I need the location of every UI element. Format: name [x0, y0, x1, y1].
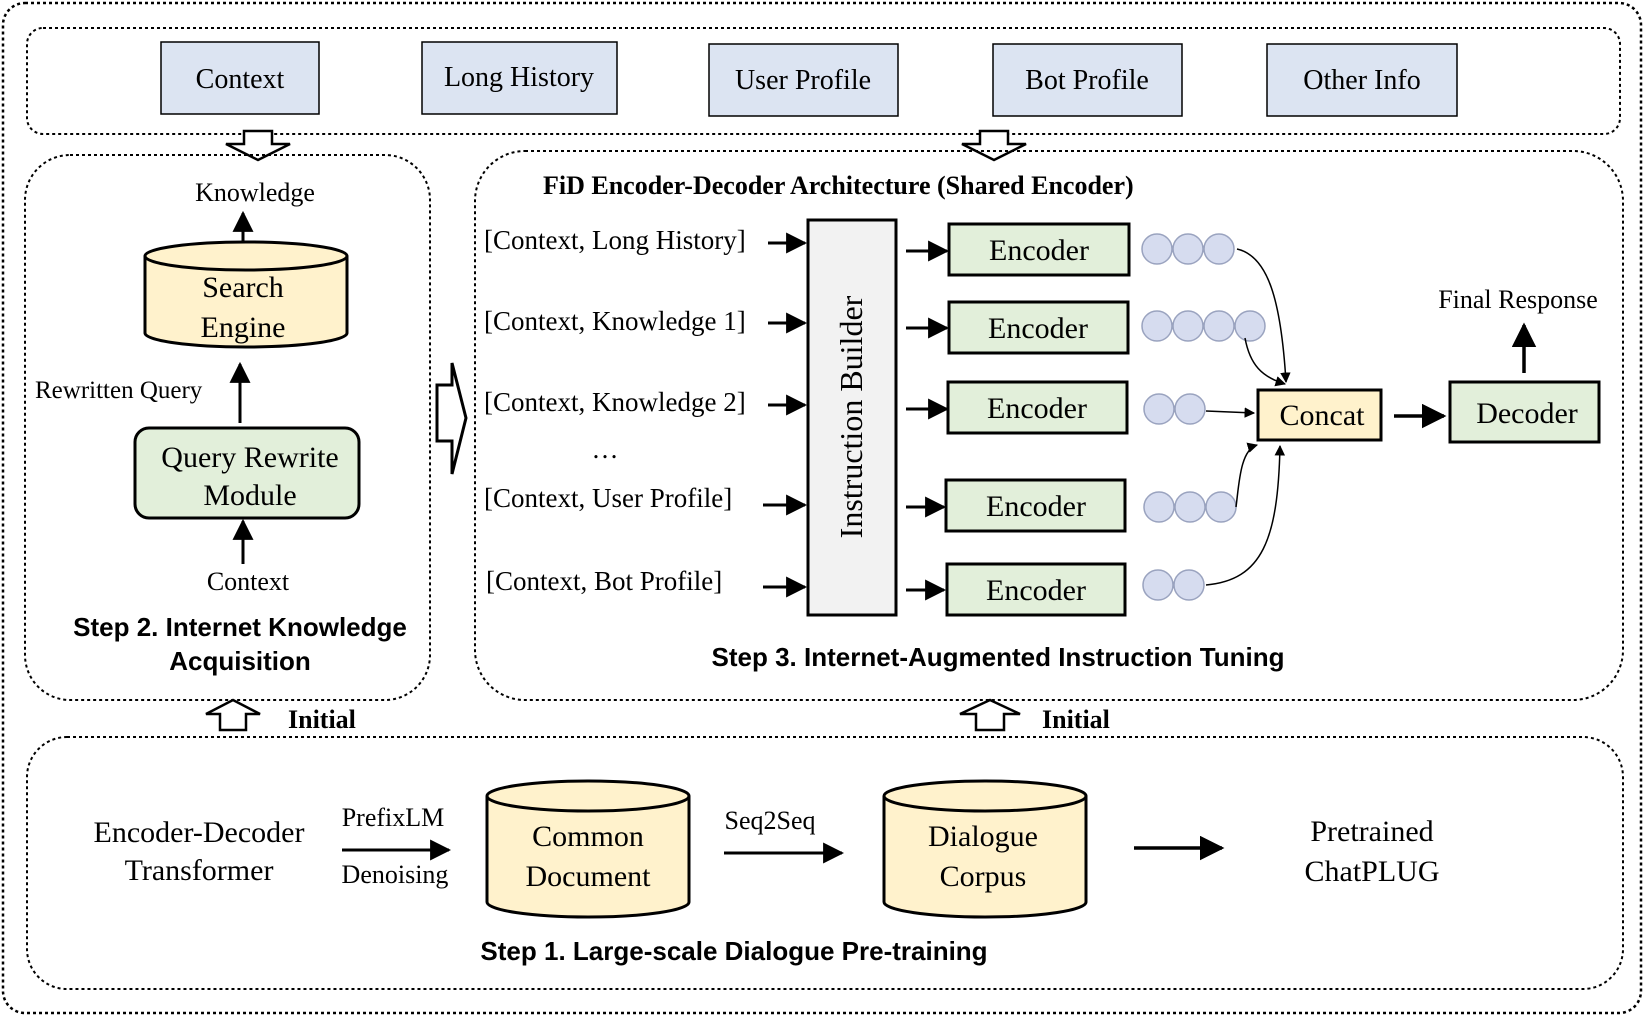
- hollow-right-arrow: [435, 362, 468, 475]
- svg-text:Module: Module: [203, 479, 296, 512]
- token-group-1: [1141, 233, 1235, 265]
- knowledge-label: Knowledge: [195, 178, 315, 207]
- svg-text:Dialogue: Dialogue: [928, 820, 1038, 853]
- row-label-knowledge-2: [Context, Knowledge 2]: [484, 387, 746, 417]
- input-box-context: Context: [160, 41, 320, 115]
- inputs-panel: [26, 27, 1621, 135]
- enc-dec-transformer-line2: Transformer: [125, 854, 274, 887]
- svg-text:Encoder: Encoder: [986, 574, 1086, 607]
- token-group-5: [1142, 569, 1205, 601]
- encoder-box-2: Encoder: [947, 300, 1130, 355]
- svg-text:Common: Common: [532, 820, 644, 853]
- step2-title-line1: Step 2. Internet Knowledge: [73, 612, 407, 642]
- token-circle: [1141, 310, 1173, 342]
- initial-label-right: Initial: [1042, 705, 1110, 734]
- connector-1-to-concat: [1236, 248, 1291, 384]
- input-box-user-profile: User Profile: [708, 43, 899, 117]
- initial-label-left: Initial: [288, 705, 356, 734]
- token-circle: [1172, 310, 1204, 342]
- token-circle: [1173, 569, 1205, 601]
- svg-text:Encoder: Encoder: [989, 234, 1089, 267]
- input-box-other-info: Other Info: [1266, 43, 1458, 117]
- hollow-down-arrow-right: [961, 129, 1027, 162]
- row-ellipsis: …: [592, 434, 619, 464]
- token-circle: [1143, 393, 1175, 425]
- step3-panel: [474, 150, 1624, 701]
- token-circle: [1205, 491, 1237, 523]
- connector-3-to-concat: [1205, 407, 1256, 418]
- common-document-cylinder: Common Document: [485, 779, 691, 919]
- initial-arrow-left: [205, 698, 261, 732]
- svg-text:Long History: Long History: [444, 62, 594, 93]
- token-group-4: [1143, 491, 1237, 523]
- query-rewrite-module: Query Rewrite Module: [133, 426, 361, 520]
- pretrained-chatplug-line1: Pretrained: [1310, 815, 1433, 848]
- connector-5-to-concat: [1205, 444, 1286, 586]
- encoder-box-3: Encoder: [946, 380, 1129, 435]
- instruction-builder: Instruction Builder: [806, 218, 898, 617]
- svg-text:Bot Profile: Bot Profile: [1025, 65, 1149, 96]
- token-circle: [1174, 491, 1206, 523]
- token-circle: [1174, 393, 1206, 425]
- svg-text:Corpus: Corpus: [940, 860, 1027, 893]
- svg-text:Query Rewrite: Query Rewrite: [161, 441, 338, 474]
- step2-title-line2: Acquisition: [169, 646, 311, 676]
- token-circle: [1234, 310, 1266, 342]
- token-circle: [1142, 569, 1174, 601]
- seq2seq-label: Seq2Seq: [725, 806, 816, 835]
- context-label: Context: [207, 567, 290, 596]
- row-label-knowledge-1: [Context, Knowledge 1]: [484, 306, 746, 336]
- step1-title: Step 1. Large-scale Dialogue Pre-trainin…: [480, 936, 987, 966]
- hollow-down-arrow-left: [225, 129, 291, 162]
- encoder-box-4: Encoder: [944, 478, 1127, 533]
- final-response-label: Final Response: [1438, 285, 1598, 314]
- encoder-box-1: Encoder: [947, 222, 1131, 277]
- svg-text:Concat: Concat: [1280, 399, 1366, 432]
- input-box-long-history: Long History: [421, 41, 618, 115]
- row-label-user-profile: [Context, User Profile]: [484, 483, 732, 513]
- denoising-label: Denoising: [342, 860, 449, 889]
- token-circle: [1172, 233, 1204, 265]
- svg-text:Engine: Engine: [201, 311, 286, 344]
- svg-text:User Profile: User Profile: [735, 65, 871, 96]
- svg-text:Instruction Builder: Instruction Builder: [833, 295, 869, 538]
- token-circle: [1203, 310, 1235, 342]
- rewritten-query-label: Rewritten Query: [35, 377, 203, 404]
- connector-2-to-concat: [1244, 337, 1287, 387]
- svg-text:Encoder: Encoder: [986, 490, 1086, 523]
- input-box-bot-profile: Bot Profile: [992, 43, 1183, 117]
- concat-box: Concat: [1256, 388, 1383, 442]
- prefixlm-label: PrefixLM: [342, 803, 445, 832]
- token-circle: [1143, 491, 1175, 523]
- svg-text:Decoder: Decoder: [1476, 397, 1578, 430]
- step1-panel: [26, 736, 1624, 990]
- svg-text:Encoder: Encoder: [987, 392, 1087, 425]
- decoder-box: Decoder: [1448, 380, 1601, 444]
- row-label-bot-profile: [Context, Bot Profile]: [486, 566, 722, 596]
- row-label-long-history: [Context, Long History]: [484, 225, 746, 255]
- enc-dec-transformer-line1: Encoder-Decoder: [94, 816, 305, 849]
- token-group-2: [1141, 310, 1266, 342]
- token-circle: [1141, 233, 1173, 265]
- pretrained-chatplug-line2: ChatPLUG: [1305, 855, 1440, 888]
- encoder-box-5: Encoder: [945, 562, 1127, 617]
- dialogue-corpus-cylinder: Dialogue Corpus: [882, 779, 1088, 919]
- token-group-3: [1143, 393, 1206, 425]
- step2-panel: [24, 154, 431, 701]
- svg-text:Document: Document: [526, 860, 652, 893]
- step3-title: Step 3. Internet-Augmented Instruction T…: [712, 642, 1285, 672]
- connector-4-to-concat: [1235, 442, 1259, 508]
- initial-arrow-right: [959, 698, 1021, 732]
- search-engine-cylinder: Search Engine: [143, 240, 349, 349]
- svg-text:Encoder: Encoder: [988, 312, 1088, 345]
- svg-text:Other Info: Other Info: [1303, 65, 1420, 96]
- fid-architecture-title: FiD Encoder-Decoder Architecture (Shared…: [543, 171, 1134, 200]
- svg-text:Search: Search: [202, 271, 284, 304]
- token-circle: [1203, 233, 1235, 265]
- svg-text:Context: Context: [196, 64, 285, 95]
